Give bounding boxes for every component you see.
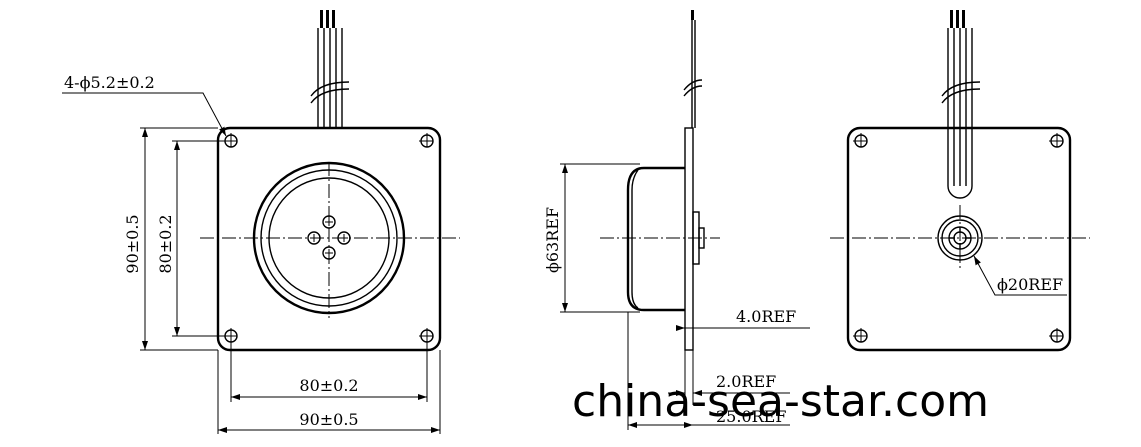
rear-mounting-plate: [846, 126, 1072, 352]
side-view: ϕ63REF 4.0REF 2.0REF 25.0REF: [543, 10, 810, 430]
outer-height-label: 90±0.5: [123, 214, 142, 273]
side-motor-body: [626, 166, 685, 312]
plate-thickness-label: 2.0REF: [716, 372, 776, 391]
side-mounting-plate: [684, 127, 694, 351]
hub-diameter-label: ϕ20REF: [997, 275, 1063, 294]
overall-depth-label: 25.0REF: [716, 407, 786, 426]
front-view: 4-ϕ5.2±0.2 90±0.5 80±0.2 80±0.2 90±0.5: [62, 10, 460, 434]
front-lead-wires: [310, 10, 350, 128]
hole-height-label: 80±0.2: [156, 214, 175, 273]
front-mounting-plate: [216, 126, 442, 352]
rear-view: ϕ20REF: [830, 10, 1090, 352]
hole-callout-label: 4-ϕ5.2±0.2: [64, 73, 155, 92]
hole-width-label: 80±0.2: [299, 376, 358, 395]
watermark-text: china-sea-star.com: [572, 376, 989, 427]
flange-thickness-label: 4.0REF: [736, 307, 796, 326]
outer-width-label: 90±0.5: [299, 410, 358, 429]
rear-lead-wires: [941, 10, 981, 199]
body-diameter-label: ϕ63REF: [543, 207, 562, 273]
